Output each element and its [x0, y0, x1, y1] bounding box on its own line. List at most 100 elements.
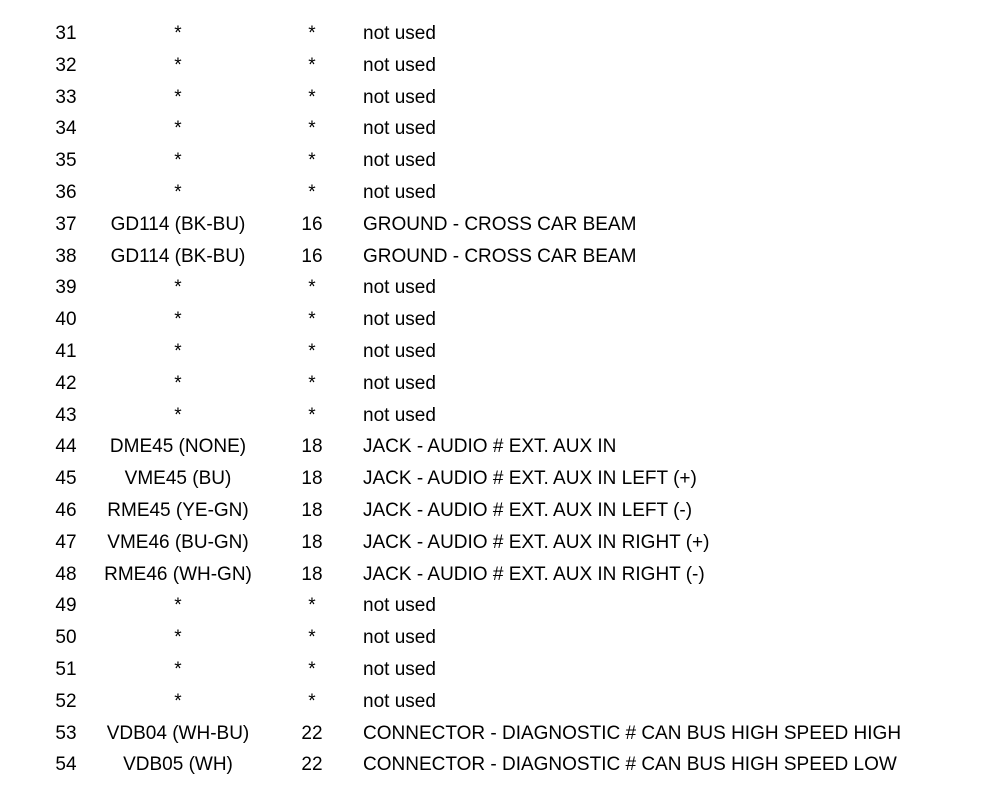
pin-number: 31 [55, 23, 77, 44]
table-row: 46 RME45 (YE-GN) 18 JACK - AUDIO # EXT. AUX… [0, 495, 992, 527]
wire-gauge: * [308, 277, 316, 299]
wire-gauge: 16 [301, 213, 323, 235]
pin-function: JACK - AUDIO # EXT. AUX IN [363, 436, 617, 458]
wire-gauge: * [308, 340, 316, 362]
circuit-id: * [174, 150, 182, 172]
table-row: 50**not used [0, 622, 992, 654]
table-row: 35**not used [0, 145, 992, 177]
circuit-id: VME46 (BU-GN) [107, 531, 249, 553]
wire-gauge: 18 [301, 499, 323, 521]
pin-function: not used [363, 309, 436, 331]
circuit-id: * [174, 23, 182, 44]
wire-gauge: * [308, 23, 316, 44]
table-row: 48 RME46 (WH-GN) 18 JACK - AUDIO # EXT. AUX… [0, 559, 992, 591]
pin-function: JACK - AUDIO # EXT. AUX IN RIGHT (+) [363, 531, 710, 553]
table-row: 40**not used [0, 304, 992, 336]
pin-number: 52 [55, 690, 77, 712]
table-row: 51 * * not used [0, 654, 992, 686]
pin-function: GROUND - CROSS CAR BEAM [363, 245, 637, 267]
pin-number: 51 [55, 658, 77, 680]
wire-gauge: 18 [301, 563, 323, 585]
wire-gauge: * [308, 595, 316, 617]
table-row: 36 * * not used [0, 177, 992, 209]
table-row: 49**not used [0, 590, 992, 622]
circuit-id: * [174, 277, 182, 299]
pin-function: not used [363, 658, 436, 680]
circuit-id: * [174, 658, 182, 680]
wire-gauge: * [308, 372, 316, 394]
wire-gauge: 22 [301, 722, 323, 744]
pin-number: 37 [55, 213, 77, 235]
circuit-id: RME45 (YE-GN) [107, 499, 249, 521]
pin-number: 53 [55, 722, 77, 744]
pin-function: JACK - AUDIO # EXT. AUX IN LEFT (-) [363, 499, 693, 521]
wire-gauge: 16 [301, 245, 323, 267]
circuit-id: * [174, 690, 182, 712]
wire-gauge: * [308, 658, 316, 680]
table-row: 34**not used [0, 113, 992, 145]
circuit-id: * [174, 86, 182, 108]
circuit-id: * [174, 340, 182, 362]
pin-number: 36 [55, 181, 77, 203]
pin-number: 48 [55, 563, 77, 585]
pin-number: 39 [55, 277, 77, 299]
wire-gauge: * [308, 54, 316, 76]
table-row: 52 * * not used [0, 686, 992, 718]
pin-function: not used [363, 23, 436, 44]
pin-number: 46 [55, 499, 77, 521]
pin-function: not used [363, 181, 436, 203]
pin-function: JACK - AUDIO # EXT. AUX IN LEFT (+) [363, 468, 697, 490]
circuit-id: * [174, 54, 182, 76]
pin-function: not used [363, 404, 436, 426]
circuit-id: VDB05 (WH) [123, 754, 233, 776]
wire-gauge: * [308, 150, 316, 172]
pin-function: not used [363, 690, 436, 712]
pin-number: 44 [55, 436, 77, 458]
table-row: 31 * * not used [0, 18, 992, 50]
circuit-id: * [174, 181, 182, 203]
pin-function: not used [363, 595, 436, 617]
table-row: 41**not used [0, 336, 992, 368]
circuit-id: VME45 (BU) [124, 468, 232, 490]
circuit-id: * [174, 118, 182, 140]
pin-number: 35 [55, 150, 77, 172]
wire-gauge: * [308, 118, 316, 140]
wire-gauge: * [308, 690, 316, 712]
pin-number: 47 [55, 531, 77, 553]
table-row: 43 * * not used [0, 400, 992, 432]
wire-gauge: * [308, 627, 316, 649]
wire-gauge: 22 [301, 754, 323, 776]
circuit-id: * [174, 372, 182, 394]
wire-gauge: * [308, 404, 316, 426]
circuit-id: * [174, 404, 182, 426]
pin-number: 33 [55, 86, 77, 108]
pin-function: not used [363, 277, 436, 299]
circuit-id: * [174, 627, 182, 649]
pin-number: 32 [55, 54, 77, 76]
pin-number: 43 [55, 404, 77, 426]
pin-function: not used [363, 372, 436, 394]
table-row: 33 * * not used [0, 82, 992, 114]
wire-gauge: * [308, 86, 316, 108]
pin-function: JACK - AUDIO # EXT. AUX IN RIGHT (-) [363, 563, 705, 585]
wire-gauge: * [308, 309, 316, 331]
circuit-id: * [174, 595, 182, 617]
circuit-id: * [174, 309, 182, 331]
wire-gauge: * [308, 181, 316, 203]
table-row: 39 * * not used [0, 272, 992, 304]
pin-number: 50 [55, 627, 77, 649]
pin-number: 45 [55, 468, 77, 490]
circuit-id: RME46 (WH-GN) [104, 563, 252, 585]
circuit-id: GD114 (BK-BU) [110, 245, 246, 267]
pin-number: 42 [55, 372, 77, 394]
pin-function: GROUND - CROSS CAR BEAM [363, 213, 637, 235]
circuit-id: DME45 (NONE) [109, 436, 247, 458]
pin-function: not used [363, 86, 436, 108]
pin-function: CONNECTOR - DIAGNOSTIC # CAN BUS HIGH SP… [363, 754, 897, 776]
